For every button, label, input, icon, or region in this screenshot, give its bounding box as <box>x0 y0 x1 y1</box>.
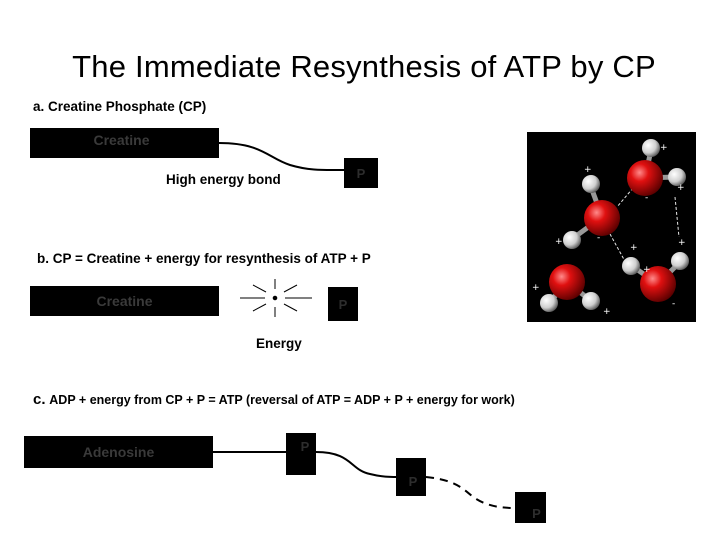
section-c-label: c. ADP + energy from CP + P = ATP (rever… <box>33 391 515 408</box>
charge-label: + <box>603 307 611 317</box>
high-energy-bond-caption: High energy bond <box>166 172 281 187</box>
energy-burst-icon <box>240 279 312 317</box>
charge-label: + <box>555 237 563 247</box>
charge-label: + <box>630 243 638 253</box>
creatine-box-a-label: Creatine <box>93 132 150 148</box>
creatine-box-a: Creatine <box>30 128 219 158</box>
water-molecules-image: + + + + + + + + + - - - <box>527 132 696 322</box>
energy-caption: Energy <box>256 336 302 351</box>
high-energy-bond-line <box>218 142 345 172</box>
section-b-label: b. CP = Creatine + energy for resynthesi… <box>37 251 371 266</box>
charge-label: - <box>672 299 675 309</box>
phosphate-box-c3-label: P <box>532 506 541 521</box>
phosphate-bond-line <box>315 451 398 478</box>
slide-title: The Immediate Resynthesis of ATP by CP <box>72 49 656 84</box>
charge-label: + <box>678 238 686 248</box>
charge-label: + <box>532 283 540 293</box>
phosphate-box-c1-label: P <box>300 438 310 454</box>
charge-label: + <box>643 265 651 275</box>
charge-label: + <box>660 143 668 153</box>
charge-label: - <box>645 193 648 203</box>
phosphate-box-a-label: P <box>356 165 366 181</box>
phosphate-box-c2: P <box>396 458 426 496</box>
adenosine-box-label: Adenosine <box>82 444 155 460</box>
section-c-text: ADP + energy from CP + P = ATP (reversal… <box>49 393 515 407</box>
water-molecules-drawing: + + + + + + + + + - - - <box>532 139 689 317</box>
charge-label: + <box>677 183 685 193</box>
charge-label: - <box>597 233 600 243</box>
phosphate-box-c1: P <box>286 433 316 475</box>
charge-label: + <box>584 165 592 175</box>
creatine-box-b-label: Creatine <box>96 293 153 309</box>
adenosine-box: Adenosine <box>24 436 213 468</box>
phosphate-box-a: P <box>344 158 378 188</box>
creatine-box-b: Creatine <box>30 286 219 316</box>
phosphate-box-b: P <box>328 287 358 321</box>
section-c-prefix: c. <box>33 391 46 408</box>
phosphate-box-b-label: P <box>338 296 348 312</box>
phosphate-box-c3: P <box>515 492 546 523</box>
section-a-label: a. Creatine Phosphate (CP) <box>33 99 207 114</box>
high-energy-dashed-bond <box>425 476 516 509</box>
phosphate-box-c2-label: P <box>408 473 418 489</box>
